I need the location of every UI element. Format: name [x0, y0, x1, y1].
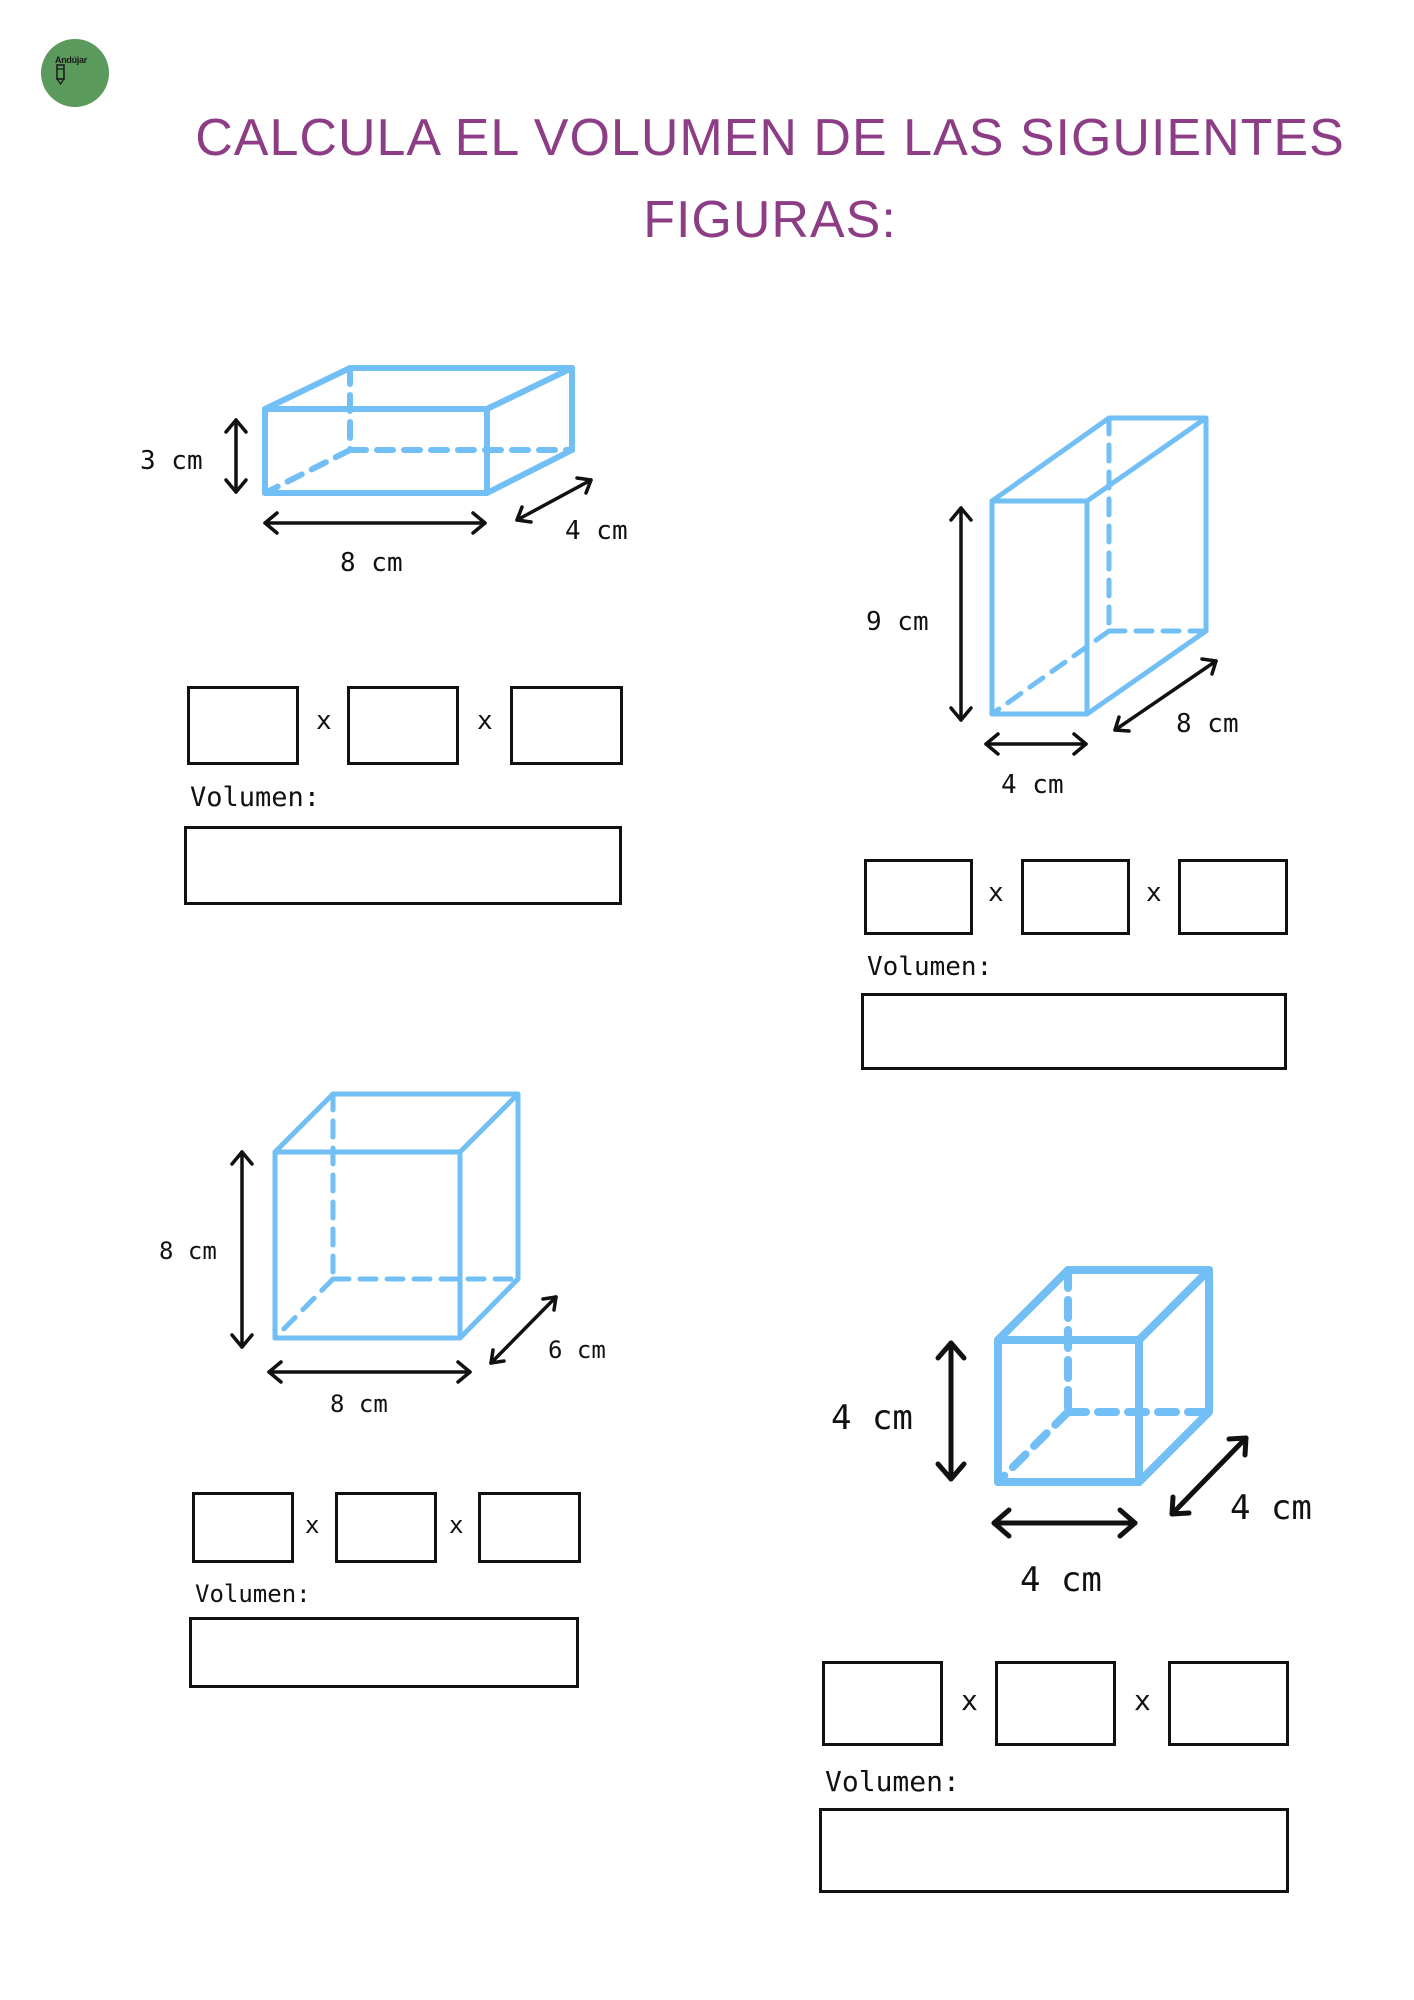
width-label-1: 8 cm — [340, 548, 403, 578]
answer-box-1b[interactable] — [347, 686, 459, 765]
depth-label-3: 6 cm — [548, 1336, 606, 1364]
volume-label-3: Volumen: — [195, 1580, 311, 1608]
times-sign: x — [1146, 878, 1162, 908]
depth-label-4: 4 cm — [1230, 1488, 1312, 1528]
answer-box-3a[interactable] — [192, 1492, 294, 1563]
logo-text: Andújar — [55, 55, 87, 65]
times-sign: x — [477, 706, 493, 736]
volume-label-4: Volumen: — [825, 1765, 960, 1798]
depth-label-1: 4 cm — [565, 516, 628, 546]
answer-box-2a[interactable] — [864, 859, 973, 935]
prism-figure-1 — [224, 365, 593, 535]
height-label-1: 3 cm — [140, 446, 203, 476]
pencil-icon — [55, 64, 66, 85]
depth-label-2: 8 cm — [1176, 709, 1239, 739]
volume-answer-box-1[interactable] — [184, 826, 622, 905]
times-sign: x — [1134, 1684, 1151, 1717]
prism-figure-2 — [949, 415, 1218, 756]
answer-box-3c[interactable] — [478, 1492, 581, 1563]
page-title-line-2: FIGURAS: — [643, 191, 897, 249]
times-sign: x — [449, 1511, 464, 1539]
width-label-2: 4 cm — [1001, 770, 1064, 800]
height-label-2: 9 cm — [866, 607, 929, 637]
logo: Andújar — [41, 39, 109, 107]
answer-box-1a[interactable] — [187, 686, 299, 765]
answer-box-4a[interactable] — [822, 1661, 943, 1746]
times-sign: x — [305, 1511, 320, 1539]
volume-label-2: Volumen: — [867, 952, 993, 982]
height-label-4: 4 cm — [831, 1398, 913, 1438]
times-sign: x — [316, 706, 332, 736]
answer-box-1c[interactable] — [510, 686, 623, 765]
answer-box-4c[interactable] — [1168, 1661, 1289, 1746]
times-sign: x — [988, 878, 1004, 908]
volume-label-1: Volumen: — [190, 782, 321, 813]
prism-figure-4 — [935, 1266, 1249, 1539]
answer-box-3b[interactable] — [335, 1492, 437, 1563]
times-sign: x — [961, 1684, 978, 1717]
volume-answer-box-3[interactable] — [189, 1617, 579, 1688]
width-label-4: 4 cm — [1020, 1560, 1102, 1600]
volume-answer-box-2[interactable] — [861, 993, 1287, 1070]
height-label-3: 8 cm — [159, 1237, 217, 1265]
answer-box-4b[interactable] — [995, 1661, 1116, 1746]
page-title-line-1: CALCULA EL VOLUMEN DE LAS SIGUIENTES — [195, 109, 1345, 167]
volume-answer-box-4[interactable] — [819, 1808, 1289, 1893]
answer-box-2c[interactable] — [1178, 859, 1288, 935]
prism-figure-3 — [230, 1091, 558, 1384]
width-label-3: 8 cm — [330, 1390, 388, 1418]
answer-box-2b[interactable] — [1021, 859, 1130, 935]
